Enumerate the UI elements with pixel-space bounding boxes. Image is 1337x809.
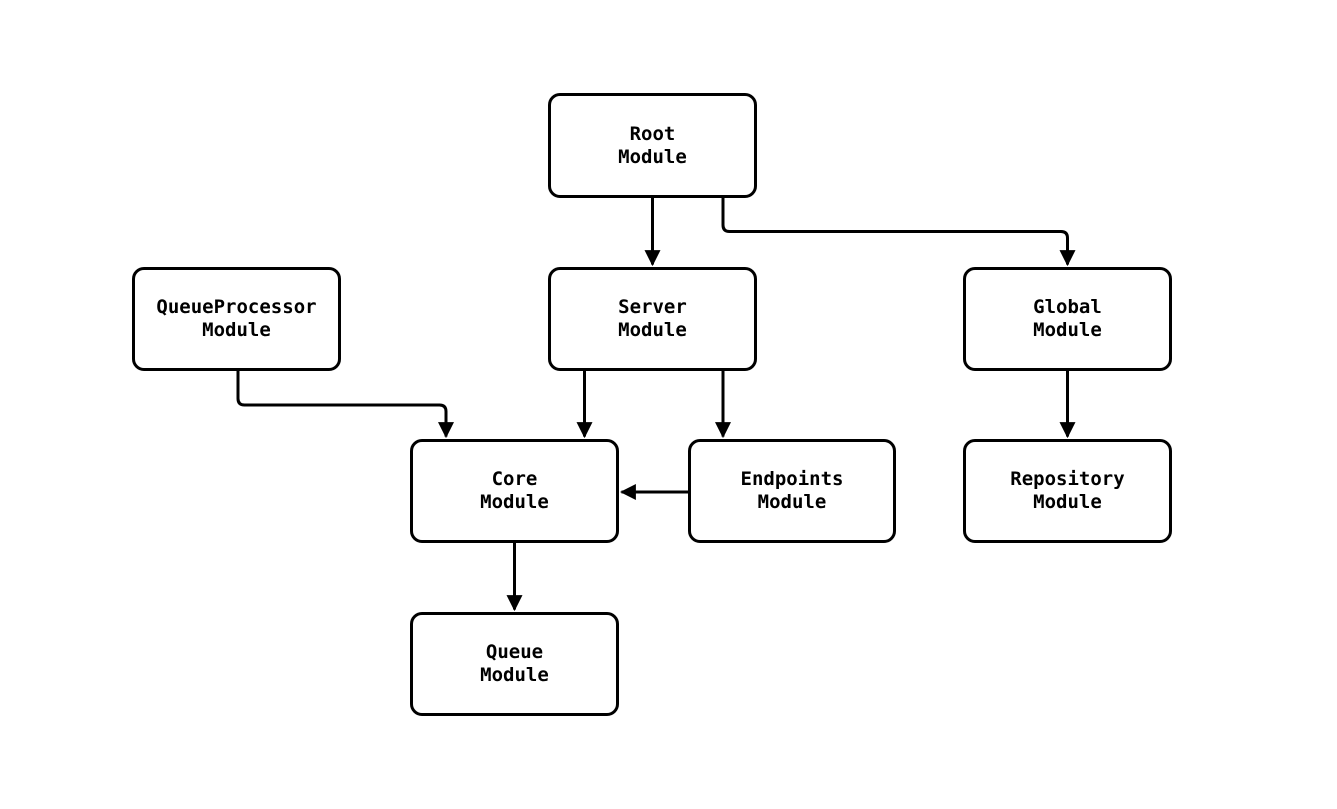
node-queue-module: Queue Module	[410, 612, 619, 716]
edge-root-to-global	[721, 198, 1076, 267]
node-core-module: Core Module	[410, 439, 619, 543]
node-root-module: Root Module	[548, 93, 757, 198]
node-endpoints-module: Endpoints Module	[688, 439, 896, 543]
node-global-module: Global Module	[963, 267, 1172, 371]
edge-queueprocessor-to-core	[236, 371, 454, 439]
node-repository-module: Repository Module	[963, 439, 1172, 543]
node-queueprocessor-module: QueueProcessor Module	[132, 267, 341, 371]
node-server-module: Server Module	[548, 267, 757, 371]
